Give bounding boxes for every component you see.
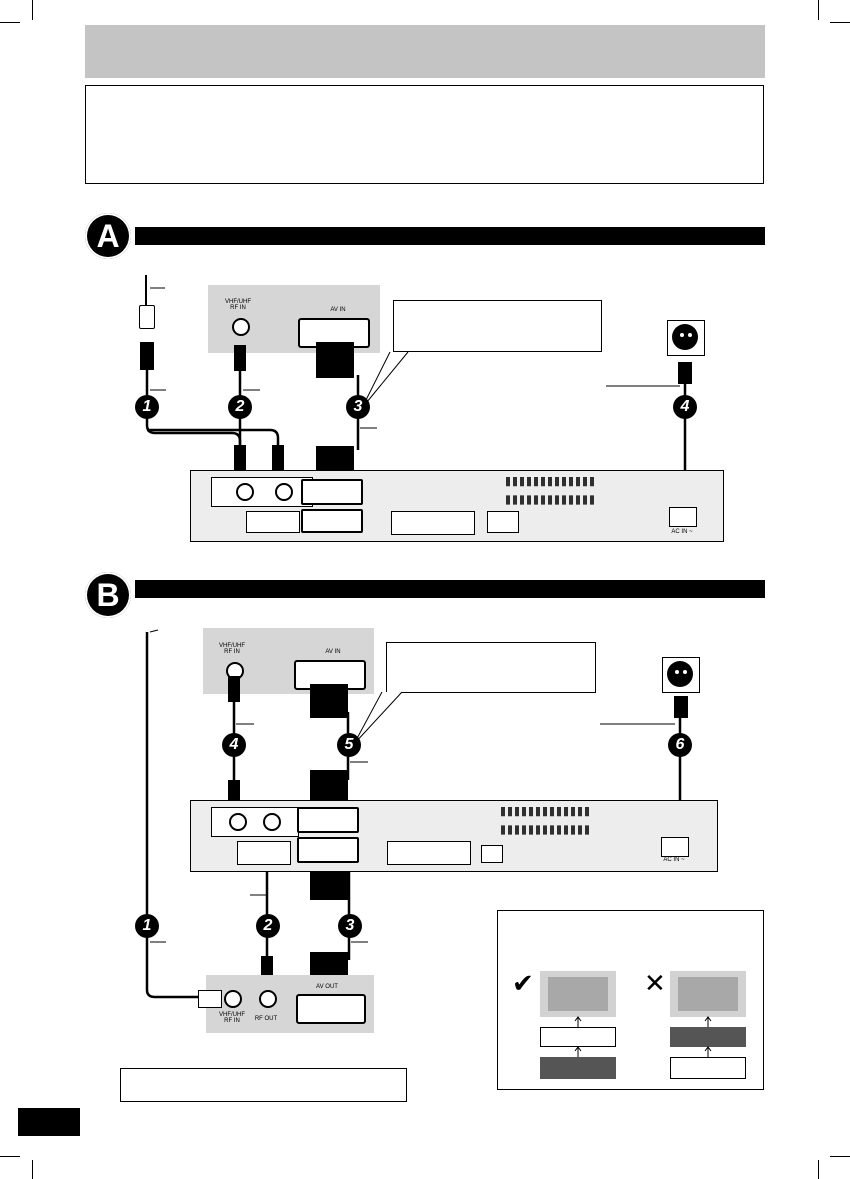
deck-b-ac-in-label: AC IN ~ bbox=[663, 857, 685, 863]
callout-a bbox=[393, 300, 602, 352]
device-rf-in-jack bbox=[224, 990, 242, 1008]
recorder-rear-panel-a: AC IN ~ bbox=[190, 470, 724, 542]
section-a-bar bbox=[135, 227, 765, 245]
antenna-plug bbox=[139, 305, 155, 329]
page-number-tab bbox=[18, 1108, 80, 1136]
note-box bbox=[120, 1068, 407, 1102]
antenna-plug bbox=[198, 990, 222, 1008]
device-box-dark bbox=[670, 1027, 746, 1047]
intro-box bbox=[85, 85, 764, 184]
section-b-bar bbox=[135, 580, 765, 598]
step-badge: 2 bbox=[228, 395, 252, 419]
section-a-marker: A bbox=[85, 213, 131, 259]
step-badge: 3 bbox=[346, 395, 370, 419]
crop-mark bbox=[818, 1160, 819, 1179]
section-a-cables bbox=[145, 287, 692, 490]
tv-b-av-in-label: AV IN bbox=[325, 649, 341, 655]
rf-plug bbox=[140, 342, 154, 370]
device-rf-out-label: RF OUT bbox=[254, 1016, 278, 1022]
step-badge: 3 bbox=[338, 914, 362, 938]
device-scart-socket bbox=[296, 994, 366, 1024]
crop-mark bbox=[32, 1160, 33, 1179]
recorder-rear-panel-b: AC IN ~ bbox=[190, 800, 718, 872]
callout-b bbox=[386, 642, 596, 693]
device-rf-in-label: VHF/UHF RF IN bbox=[219, 1012, 245, 1024]
step-badge: 2 bbox=[256, 914, 280, 938]
tv-a-av-in-label: AV IN bbox=[330, 307, 346, 313]
header-bar bbox=[85, 25, 765, 78]
wall-socket-a bbox=[667, 320, 705, 356]
step-badge: 4 bbox=[222, 733, 246, 757]
device-av-out-label: AV OUT bbox=[316, 984, 338, 990]
connection-order-box: ✔ ✕ bbox=[497, 910, 764, 1090]
section-b-marker: B bbox=[85, 572, 131, 618]
tv-screen-inner bbox=[548, 977, 608, 1011]
crop-mark bbox=[0, 22, 20, 23]
cross-icon: ✕ bbox=[644, 969, 666, 999]
antenna-cable bbox=[145, 275, 147, 307]
crop-mark bbox=[32, 0, 33, 20]
section-b-cables bbox=[145, 629, 688, 999]
step-badge: 6 bbox=[668, 733, 692, 757]
deck-a-ac-in-label: AC IN ~ bbox=[671, 529, 693, 535]
crop-mark bbox=[0, 1156, 20, 1157]
step-badge: 1 bbox=[135, 395, 159, 419]
device-box-dark bbox=[540, 1057, 616, 1079]
device-rf-out-jack bbox=[259, 990, 277, 1008]
check-icon: ✔ bbox=[512, 969, 534, 999]
tv-a-rf-jack bbox=[232, 318, 250, 336]
order-arrows bbox=[574, 1016, 712, 1057]
step-badge: 1 bbox=[135, 914, 159, 938]
tv-screen-inner bbox=[678, 977, 738, 1011]
tv-a-rf-in-label: VHF/UHF RF IN bbox=[225, 299, 251, 311]
crop-mark bbox=[818, 0, 819, 20]
device-box bbox=[670, 1057, 746, 1079]
crop-mark bbox=[830, 22, 850, 23]
wall-socket-b bbox=[662, 657, 700, 693]
step-badge: 4 bbox=[673, 395, 697, 419]
step-badge: 5 bbox=[337, 733, 361, 757]
crop-mark bbox=[830, 1156, 850, 1157]
tv-b-rf-in-label: VHF/UHF RF IN bbox=[219, 643, 245, 655]
